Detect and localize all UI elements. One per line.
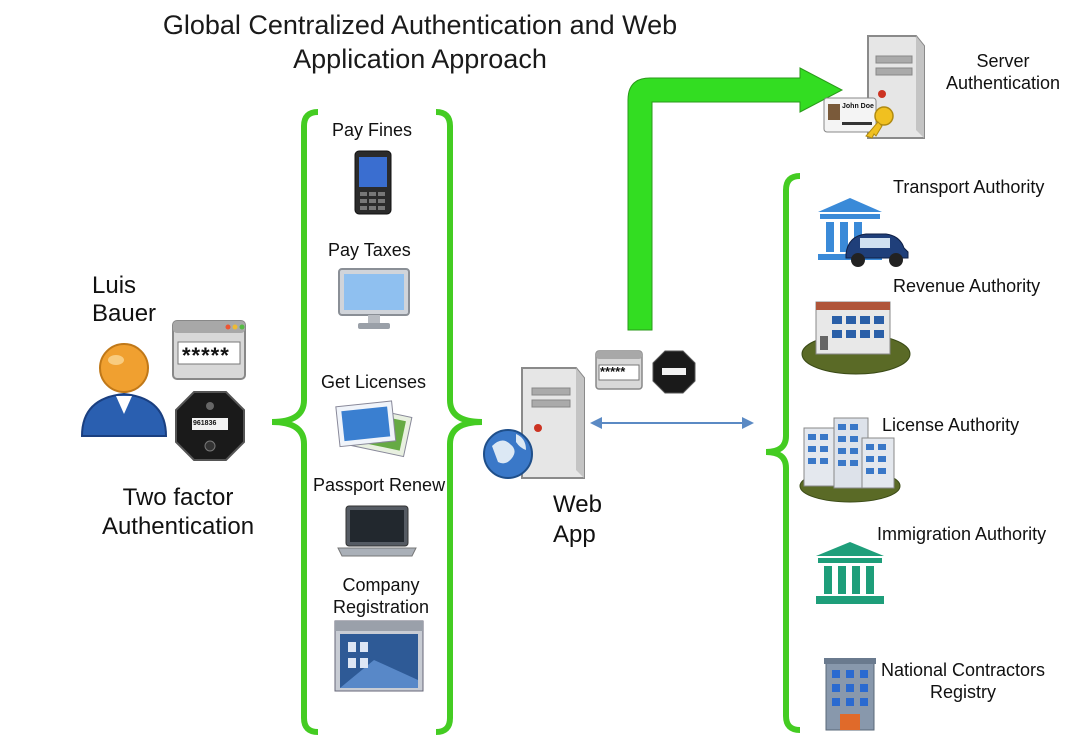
contractors-registry-icon — [824, 658, 876, 731]
registration-window-icon — [334, 620, 424, 692]
transport-authority-icon — [818, 198, 909, 267]
service-company-line-2: Registration — [332, 597, 430, 617]
authority-revenue: Revenue Authority — [893, 276, 1041, 296]
authority-immigration: Immigration Authority — [877, 524, 1047, 544]
server-auth-line-2: Authentication — [945, 73, 1061, 93]
immigration-authority-icon — [816, 542, 884, 604]
license-documents-icon — [335, 400, 413, 458]
web-app-token-icon — [652, 350, 696, 394]
password-mask: ***** — [182, 343, 230, 368]
web-app-line-1: Web — [553, 491, 602, 518]
two-factor-label: Two factor Authentication — [90, 483, 266, 541]
server-auth-label: Server Authentication — [938, 50, 1068, 94]
two-factor-line-2: Authentication — [101, 513, 255, 540]
web-app-server-icon — [483, 367, 585, 479]
auth-server-icon — [823, 35, 925, 139]
title-line-2: Application Approach — [293, 44, 547, 74]
web-app-label: Web App — [553, 490, 602, 550]
service-pay-taxes: Pay Taxes — [328, 240, 411, 260]
two-factor-line-1: Two factor — [122, 484, 234, 511]
authority-national-line-2: Registry — [929, 682, 996, 702]
password-prompt-icon — [172, 320, 246, 380]
authority-national-line-1: National Contractors — [880, 660, 1046, 680]
service-company-registration: Company Registration — [326, 574, 436, 618]
desktop-monitor-icon — [338, 268, 410, 329]
service-get-licenses: Get Licenses — [321, 372, 427, 392]
title-line-1: Global Centralized Authentication and We… — [162, 10, 678, 40]
user-first-name: Luis — [92, 272, 137, 299]
service-pay-fines: Pay Fines — [332, 120, 413, 140]
web-app-line-2: App — [553, 521, 596, 548]
user-last-name: Bauer — [92, 300, 157, 327]
revenue-authority-icon — [801, 301, 911, 375]
diagram-title: Global Centralized Authentication and We… — [0, 8, 840, 76]
service-company-line-1: Company — [342, 575, 420, 595]
mobile-phone-icon — [354, 150, 392, 215]
authority-national-contractors: National Contractors Registry — [872, 659, 1054, 703]
id-card-name: John Doe — [842, 103, 874, 110]
authority-license: License Authority — [882, 415, 1020, 435]
user-name: Luis Bauer — [92, 272, 156, 328]
user-avatar-icon — [80, 343, 168, 437]
web-app-password-mask: ***** — [600, 364, 626, 379]
server-auth-line-1: Server — [976, 51, 1030, 71]
token-code: 961836 — [193, 420, 217, 427]
authority-transport: Transport Authority — [893, 177, 1045, 197]
laptop-icon — [337, 505, 417, 557]
web-app-password-icon — [595, 350, 643, 390]
license-authority-icon — [799, 417, 901, 503]
service-passport-renew: Passport Renew — [313, 475, 446, 495]
security-token-icon — [175, 391, 245, 461]
